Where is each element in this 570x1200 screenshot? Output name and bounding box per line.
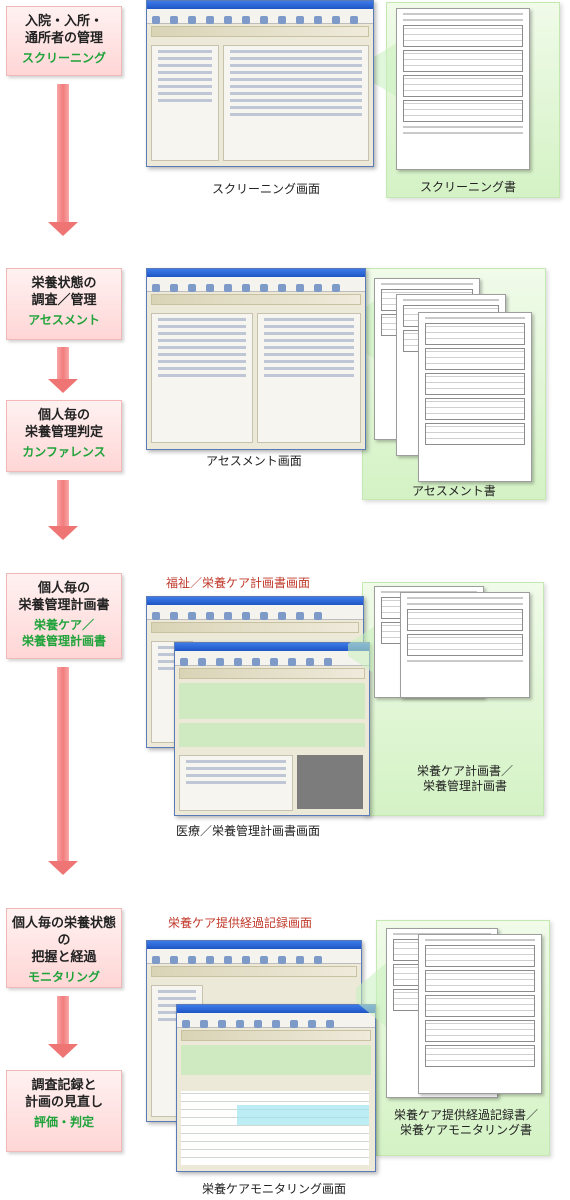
step-care-plan-title: 個人毎の 栄養管理計画書 xyxy=(18,581,110,613)
step-care-plan: 個人毎の 栄養管理計画書 栄養ケア／ 栄養管理計画書 xyxy=(6,573,122,659)
step-monitoring-label: モニタリング xyxy=(27,970,100,984)
screening-document-thumbnail xyxy=(396,8,530,170)
flow-arrow-1 xyxy=(48,84,78,236)
plan-document-front xyxy=(400,592,530,698)
step-screening: 入院・入所・ 通所者の管理 スクリーニング xyxy=(6,6,122,76)
plan-doc-caption: 栄養ケア計画書／ 栄養管理計画書 xyxy=(416,764,513,793)
step-care-plan-label: 栄養ケア／ 栄養管理計画書 xyxy=(21,618,106,648)
step-conference-label: カンファレンス xyxy=(22,445,106,459)
screening-screen-thumbnail xyxy=(146,0,374,167)
monitoring-screen-thumbnail xyxy=(176,1004,376,1172)
assessment-screen-thumbnail xyxy=(146,268,366,450)
assessment-doc-caption: アセスメント書 xyxy=(412,484,496,498)
step-evaluation: 調査記録と 計画の見直し 評価・判定 xyxy=(6,1070,122,1152)
step-assessment-title: 栄養状態の 調査／管理 xyxy=(31,276,97,308)
flow-arrow-2 xyxy=(48,347,78,393)
step-assessment-label: アセスメント xyxy=(28,313,100,327)
medical-plan-screen-caption: 医療／栄養管理計画書画面 xyxy=(176,824,321,838)
step-assessment: 栄養状態の 調査／管理 アセスメント xyxy=(6,268,122,340)
record-document-front xyxy=(418,934,542,1094)
assessment-screen-caption: アセスメント画面 xyxy=(206,454,302,468)
step-screening-title: 入院・入所・ 通所者の管理 xyxy=(24,14,103,46)
step-conference: 個人毎の 栄養管理判定 カンファレンス xyxy=(6,400,122,472)
record-screen-caption: 栄養ケア提供経過記録画面 xyxy=(168,916,313,930)
step-screening-label: スクリーニング xyxy=(21,51,106,65)
welfare-plan-screen-caption: 福祉／栄養ケア計画書画面 xyxy=(166,576,311,590)
medical-plan-screen-thumbnail xyxy=(174,642,370,816)
flow-arrow-4 xyxy=(48,667,78,875)
screening-doc-caption: スクリーニング書 xyxy=(420,180,517,194)
step-conference-title: 個人毎の 栄養管理判定 xyxy=(24,408,103,440)
flow-arrow-3 xyxy=(48,480,78,540)
flow-arrow-5 xyxy=(48,996,78,1058)
step-monitoring-title: 個人毎の栄養状態の 把握と経過 xyxy=(11,916,116,965)
monitoring-screen-caption: 栄養ケアモニタリング画面 xyxy=(202,1182,347,1196)
step-evaluation-label: 評価・判定 xyxy=(33,1115,94,1129)
step-monitoring: 個人毎の栄養状態の 把握と経過 モニタリング xyxy=(6,908,122,988)
step-evaluation-title: 調査記録と 計画の見直し xyxy=(24,1078,103,1110)
screening-screen-caption: スクリーニング画面 xyxy=(212,182,321,196)
assessment-document-front xyxy=(418,312,532,482)
record-doc-caption: 栄養ケア提供経過記録書／ 栄養ケアモニタリング書 xyxy=(393,1108,538,1137)
